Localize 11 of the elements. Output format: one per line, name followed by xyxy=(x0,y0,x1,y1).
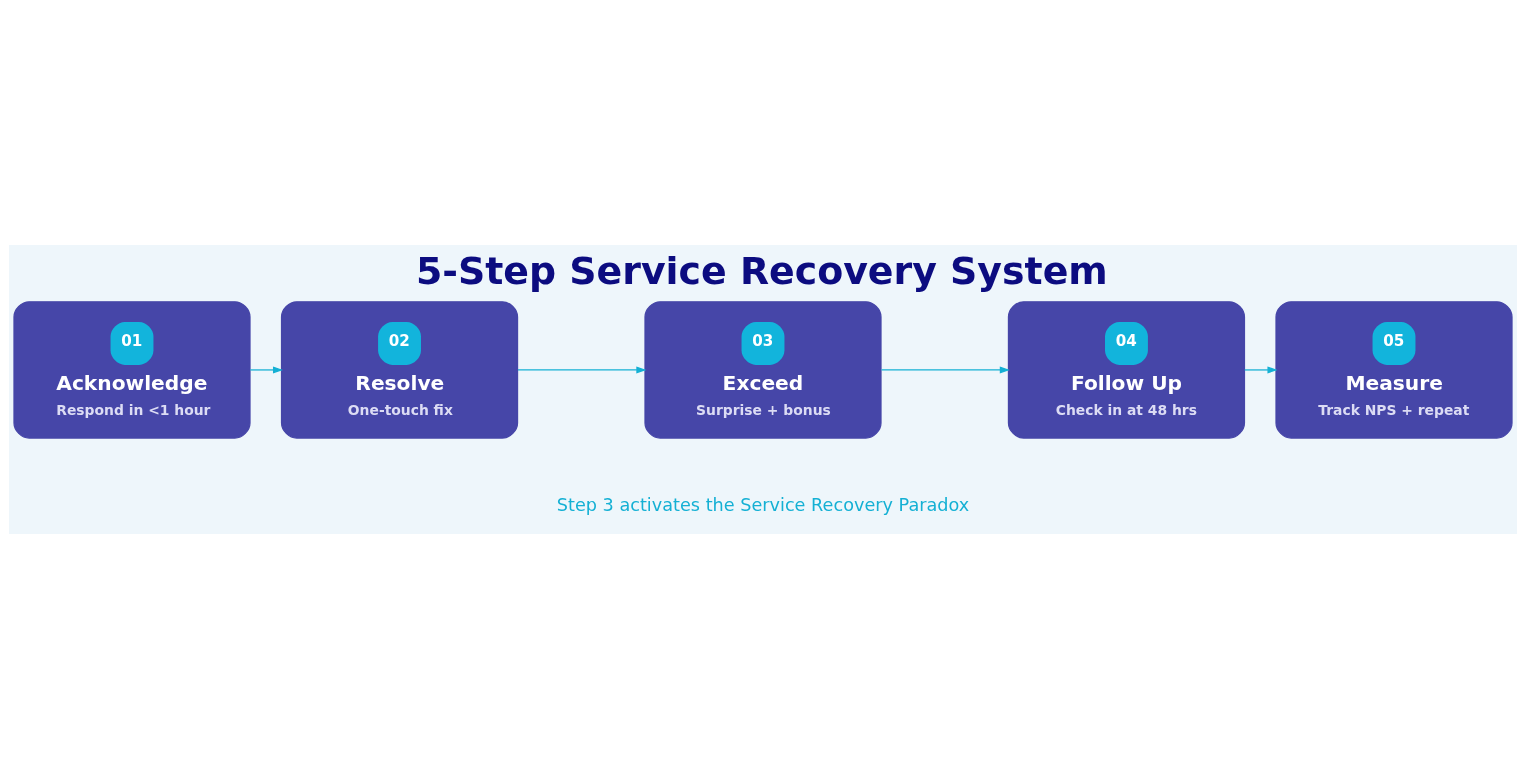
node-box: 01 Acknowledge Respond in <1 hour xyxy=(13,301,251,439)
node-box: 03 Exceed Surprise + bonus xyxy=(644,301,882,439)
label: Step 3 activates the Service Recovery Paradox xyxy=(556,494,970,515)
node-box: 05 Measure Track NPS + repeat xyxy=(1275,301,1513,439)
arrow xyxy=(249,366,284,374)
node-box: 04 Follow Up Check in at 48 hrs xyxy=(1007,301,1246,439)
node-box: 02 Resolve One-touch fix xyxy=(280,301,519,439)
diagram-title: 5-Step Service Recovery System xyxy=(415,249,1108,294)
arrow xyxy=(1244,366,1278,374)
arrow xyxy=(517,366,647,374)
arrow xyxy=(880,366,1010,374)
